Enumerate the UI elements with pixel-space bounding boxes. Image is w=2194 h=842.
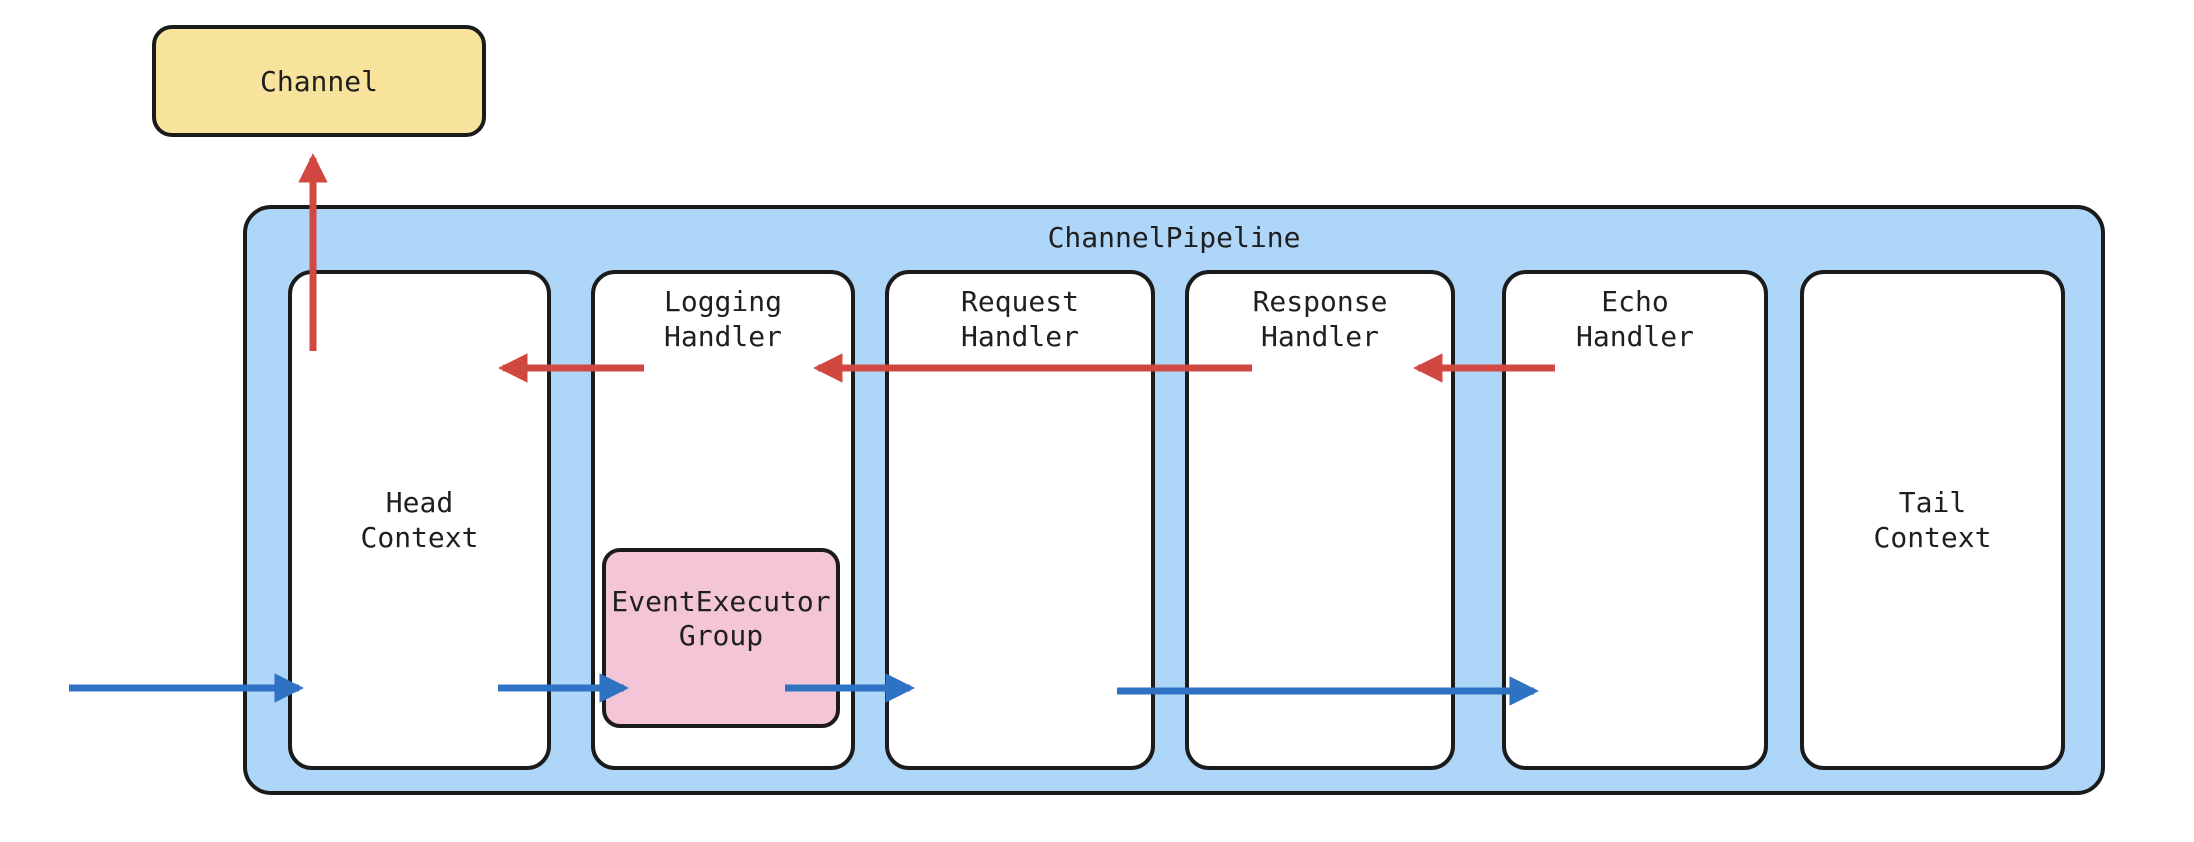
node-label: Head Context bbox=[360, 485, 478, 555]
label-line: Tail bbox=[1898, 486, 1967, 519]
label-line: Handler bbox=[1575, 320, 1694, 353]
node-logging-handler: Logging Handler EventExecutor Group bbox=[591, 270, 855, 770]
label-line: Context bbox=[1873, 521, 1992, 554]
channel-label: Channel bbox=[259, 64, 378, 98]
channel-pipeline-container: ChannelPipeline Head Context Logging Han… bbox=[243, 205, 2105, 795]
label-line: Handler bbox=[960, 320, 1079, 353]
node-event-executor-group: EventExecutor Group bbox=[602, 548, 840, 728]
node-label: Response Handler bbox=[1253, 284, 1388, 354]
node-request-handler: Request Handler bbox=[885, 270, 1155, 770]
label-line: Request bbox=[960, 285, 1079, 318]
node-label: Request Handler bbox=[961, 284, 1079, 354]
pipeline-title: ChannelPipeline bbox=[1047, 221, 1301, 254]
label-line: Group bbox=[678, 619, 764, 652]
label-line: Handler bbox=[1260, 320, 1379, 353]
node-label: Echo Handler bbox=[1576, 284, 1694, 354]
label-line: Response bbox=[1252, 285, 1388, 318]
label-line: Head bbox=[385, 486, 454, 519]
label-line: Echo bbox=[1601, 285, 1669, 318]
label-line: Logging bbox=[663, 285, 782, 318]
label-line: Handler bbox=[663, 320, 782, 353]
label-line: Context bbox=[360, 521, 479, 554]
node-echo-handler: Echo Handler bbox=[1502, 270, 1768, 770]
node-head-context: Head Context bbox=[288, 270, 551, 770]
node-label: Tail Context bbox=[1873, 485, 1991, 555]
channel-node: Channel bbox=[152, 25, 486, 137]
label-line: EventExecutor bbox=[611, 585, 831, 618]
node-label: Logging Handler bbox=[664, 284, 782, 354]
node-tail-context: Tail Context bbox=[1800, 270, 2065, 770]
node-response-handler: Response Handler bbox=[1185, 270, 1455, 770]
